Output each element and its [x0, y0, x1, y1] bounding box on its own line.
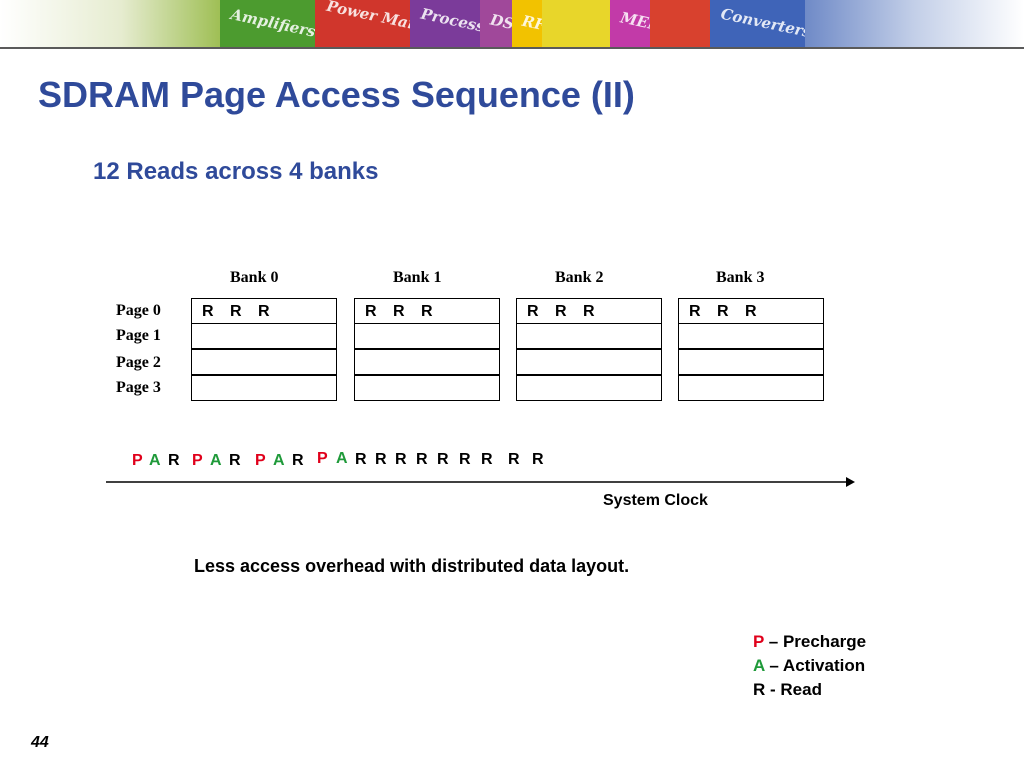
- banner-fade-right: [805, 0, 1024, 47]
- banner-tile-converters: Converters: [710, 0, 805, 47]
- legend-read: R - Read: [753, 680, 822, 700]
- banner-tile-sensors: [542, 0, 610, 47]
- bank-cell: [354, 349, 500, 375]
- legend-activation: A – Activation: [753, 656, 865, 676]
- banner-tile-rf: RF: [512, 0, 542, 47]
- legend-text: R - Read: [753, 680, 822, 699]
- bank-cell: [354, 375, 500, 401]
- seq-event: R: [437, 451, 449, 468]
- legend-key: P: [753, 632, 765, 651]
- banner-tile-power: Power Management: [315, 0, 410, 47]
- seq-event: R: [229, 452, 241, 469]
- banner-divider: [0, 47, 1024, 49]
- bank-label: Bank 2: [555, 269, 604, 286]
- bank-cell: [191, 375, 337, 401]
- banner-tile-dsp: DSP: [480, 0, 512, 47]
- axis-label: System Clock: [603, 492, 708, 509]
- seq-event: R: [375, 451, 387, 468]
- seq-event: P: [132, 452, 143, 469]
- banner-tile-amplifiers: Amplifiers: [220, 0, 315, 47]
- page-label: Page 0: [116, 302, 161, 319]
- banner-tile-mems: MEMS: [610, 0, 650, 47]
- seq-event: P: [255, 452, 266, 469]
- seq-event: P: [192, 452, 203, 469]
- seq-event: R: [459, 451, 471, 468]
- bank-cell: [678, 349, 824, 375]
- bank-cell: [678, 323, 824, 349]
- banner-tile-processors: Processors: [410, 0, 480, 47]
- seq-event: R: [416, 451, 428, 468]
- seq-event: R: [395, 451, 407, 468]
- seq-event: R: [532, 451, 544, 468]
- legend-text: – Activation: [764, 656, 866, 675]
- seq-event: R: [292, 452, 304, 469]
- page-label: Page 2: [116, 354, 161, 371]
- bank-cell: R R R: [354, 298, 500, 324]
- summary-note: Less access overhead with distributed da…: [194, 556, 630, 576]
- bank-label: Bank 0: [230, 269, 279, 286]
- legend-text: – Precharge: [764, 632, 867, 651]
- seq-event: P: [317, 450, 328, 467]
- page-number: 44: [31, 734, 49, 751]
- seq-event: R: [355, 451, 367, 468]
- command-sequence: P A R P A R P A R P A R R R R R R R R R: [0, 450, 1024, 474]
- banner-tile-gear: [650, 0, 710, 47]
- legend-precharge: P – Precharge: [753, 632, 866, 652]
- slide-title: SDRAM Page Access Sequence (II): [38, 74, 635, 115]
- seq-event: A: [273, 452, 285, 469]
- seq-event: A: [149, 452, 161, 469]
- page-label: Page 1: [116, 327, 161, 344]
- bank-cell: [516, 323, 662, 349]
- seq-event: A: [336, 450, 348, 467]
- page-label: Page 3: [116, 379, 161, 396]
- seq-event: R: [168, 452, 180, 469]
- seq-event: A: [210, 452, 222, 469]
- bank-label: Bank 3: [716, 269, 765, 286]
- seq-event: R: [508, 451, 520, 468]
- bank-label: Bank 1: [393, 269, 442, 286]
- legend-key: A: [753, 656, 765, 675]
- bank-cell: [191, 349, 337, 375]
- slide-subtitle: 12 Reads across 4 banks: [93, 158, 379, 185]
- bank-cell: [191, 323, 337, 349]
- bank-cell: [354, 323, 500, 349]
- bank-cell: [678, 375, 824, 401]
- banner-fade-left: [0, 0, 220, 47]
- seq-event: R: [481, 451, 493, 468]
- bank-cell: [516, 375, 662, 401]
- top-banner: Amplifiers Power Management Processors D…: [0, 0, 1024, 47]
- bank-cell: R R R: [516, 298, 662, 324]
- bank-cell: [516, 349, 662, 375]
